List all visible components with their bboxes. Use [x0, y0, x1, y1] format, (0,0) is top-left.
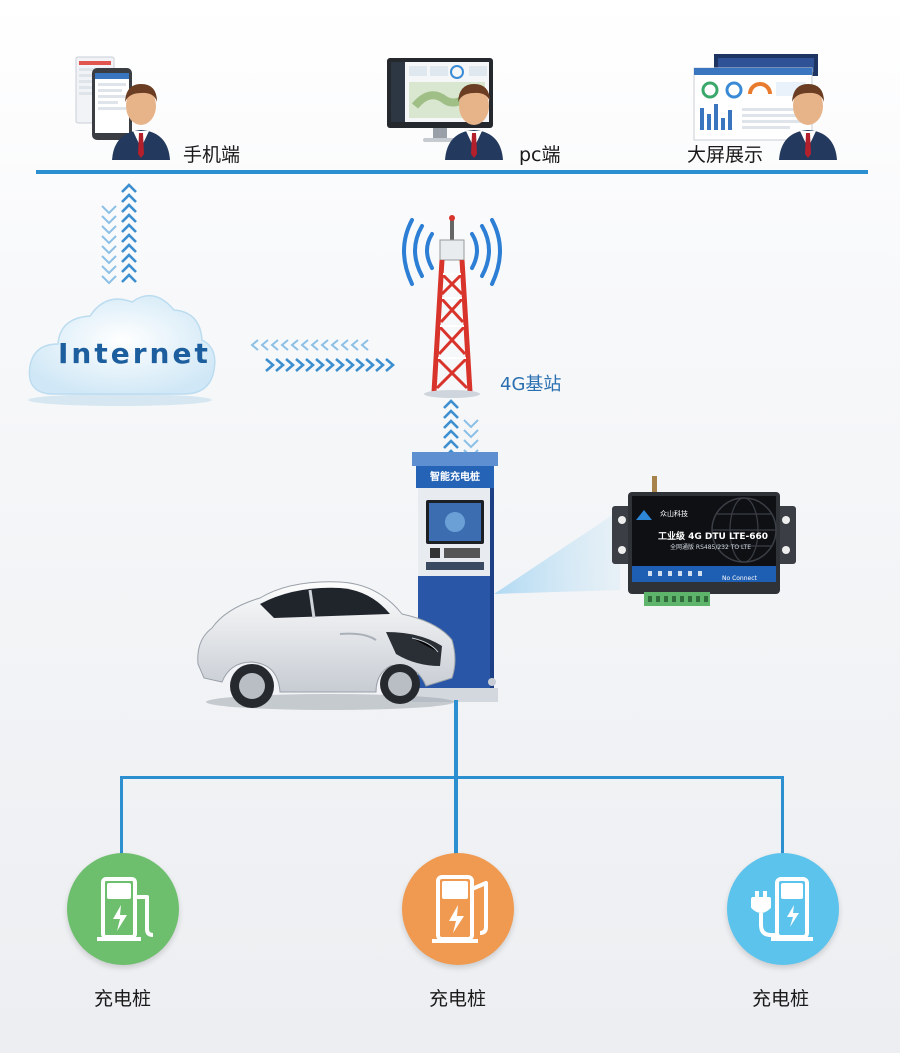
station3-drop-line — [781, 776, 784, 856]
station3-label: 充电桩 — [752, 988, 810, 1010]
car-image — [190, 574, 458, 710]
ev-plug-charger-icon — [751, 877, 813, 941]
kiosk-feed-line — [454, 700, 458, 858]
dtu-title: 工业级 4G DTU LTE-660 — [658, 532, 769, 542]
station1-drop-line — [120, 776, 123, 854]
dtu-brand: 众山科技 — [660, 510, 688, 518]
kiosk-sign: 智能充电桩 — [430, 472, 480, 483]
pc-label: pc端 — [519, 144, 561, 166]
dtu-status: No Connect — [722, 575, 757, 582]
user-avatar-pc — [441, 76, 507, 160]
station-circle-green — [67, 853, 179, 965]
internet-uplink-arrows — [101, 183, 137, 285]
distribution-bus — [120, 776, 784, 779]
tower-internet-arrows — [250, 339, 395, 372]
cell-tower-icon — [402, 214, 502, 400]
station-circle-orange — [402, 853, 514, 965]
phone-icon — [75, 56, 132, 140]
tower-label: 4G基站 — [500, 374, 562, 395]
dashboard-screen-icon — [693, 54, 818, 141]
fuel-pump-charging-icon — [432, 875, 488, 943]
bigscreen-label: 大屏展示 — [687, 144, 764, 166]
charging-pump-icon — [97, 877, 154, 941]
internet-label: Internet — [58, 337, 211, 370]
dtu-subtitle: 全网通版 RS485/232 TO LTE — [670, 544, 751, 551]
user-avatar-mobile — [108, 76, 174, 160]
station-circle-blue — [727, 853, 839, 965]
dtu-device: 众山科技 工业级 4G DTU LTE-660 全网通版 RS485/232 T… — [612, 474, 796, 616]
mobile-label: 手机端 — [183, 144, 241, 166]
user-avatar-bigscreen — [775, 76, 841, 160]
mobile-endpoint — [70, 52, 180, 162]
bigscreen-endpoint — [692, 54, 822, 144]
station2-label: 充电桩 — [429, 988, 487, 1010]
station1-label: 充电桩 — [94, 988, 152, 1010]
top-bus-line — [36, 170, 868, 174]
internet-cloud — [20, 282, 220, 410]
dtu-beam — [494, 510, 620, 594]
